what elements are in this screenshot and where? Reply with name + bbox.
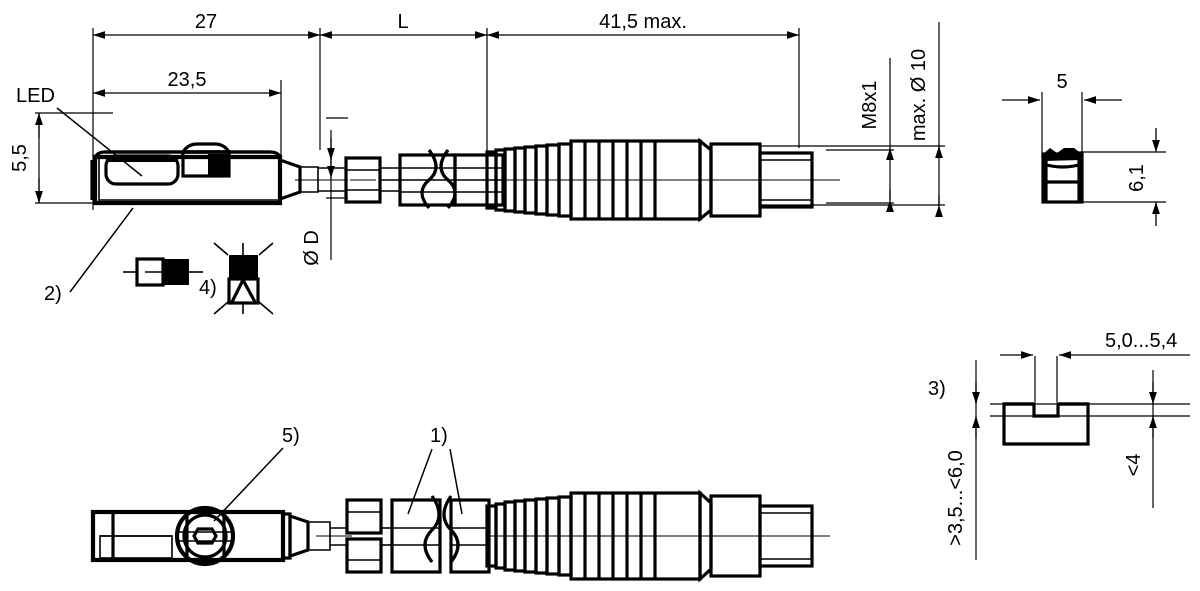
plan-callout-note-1-label: 1) <box>430 425 448 447</box>
callout-note-2-label: 2) <box>44 283 62 305</box>
dimension-5-5-label: 5,5 <box>9 144 31 172</box>
slot-dimension-thickness: <4 <box>1098 370 1190 508</box>
mounting-slot-detail: 3) 5,0...5,4 >3,5...<6,0 <box>928 330 1190 560</box>
dimension-5-5: 5,5 <box>9 113 43 203</box>
slot-dimension-width: 5,0...5,4 <box>1000 330 1190 402</box>
dimension-max-diameter-10-label: max. Ø 10 <box>908 49 930 141</box>
callout-note-4-label: 4) <box>199 277 217 299</box>
dimension-diameter-D-label: Ø D <box>301 230 323 266</box>
plan-m8-connector <box>485 489 830 583</box>
slot-dimension-thickness-label: <4 <box>1123 454 1145 477</box>
main-side-view: 27 23,5 L 41,5 max. 5,5 Ø D <box>9 11 945 315</box>
dimension-L: L <box>320 11 487 39</box>
dimension-27: 27 <box>93 11 320 39</box>
plan-callout-note-5: 5) <box>213 425 300 522</box>
sensor-body <box>90 142 348 206</box>
end-view-dimension-6-1: 6,1 <box>1060 128 1166 226</box>
dimension-41-5-max: 41,5 max. <box>487 11 799 39</box>
dimension-41-5-max-label: 41,5 max. <box>599 11 687 33</box>
m8-connector <box>485 137 840 223</box>
dimension-diameter-D: Ø D <box>301 130 335 266</box>
plan-callout-note-1: 1) <box>407 425 463 515</box>
dimension-max-diameter-10: max. Ø 10 <box>760 22 945 217</box>
dimension-27-label: 27 <box>195 11 217 33</box>
dimension-L-label: L <box>397 11 408 33</box>
slot-detail-note-3-label: 3) <box>928 378 946 400</box>
dimension-M8x1: M8x1 <box>826 58 894 212</box>
dimension-23-5-label: 23,5 <box>168 69 207 91</box>
end-view-dimension-5-label: 5 <box>1056 71 1067 93</box>
slot-dimension-width-label: 5,0...5,4 <box>1105 330 1177 352</box>
end-view-dimension-5: 5 <box>1002 71 1122 158</box>
callout-led-label: LED <box>16 85 55 107</box>
callout-note-2: 2) <box>44 207 134 305</box>
pnp-output-symbol <box>123 257 203 287</box>
slot-dimension-height-label: >3,5...<6,0 <box>945 450 967 546</box>
dimension-M8x1-label: M8x1 <box>859 81 881 130</box>
end-view-body <box>1041 148 1084 204</box>
callout-led: LED <box>16 85 143 177</box>
plan-callout-note-5-label: 5) <box>282 425 300 447</box>
light-emitter-symbol <box>213 242 274 315</box>
end-view: 5 6,1 <box>1002 71 1166 226</box>
dimension-23-5: 23,5 <box>93 69 281 97</box>
plan-sensor-body <box>90 505 331 567</box>
end-view-dimension-6-1-label: 6,1 <box>1126 164 1148 192</box>
plan-view: 5) 1) <box>90 425 830 583</box>
slot-dimension-height: >3,5...<6,0 <box>945 360 1098 560</box>
